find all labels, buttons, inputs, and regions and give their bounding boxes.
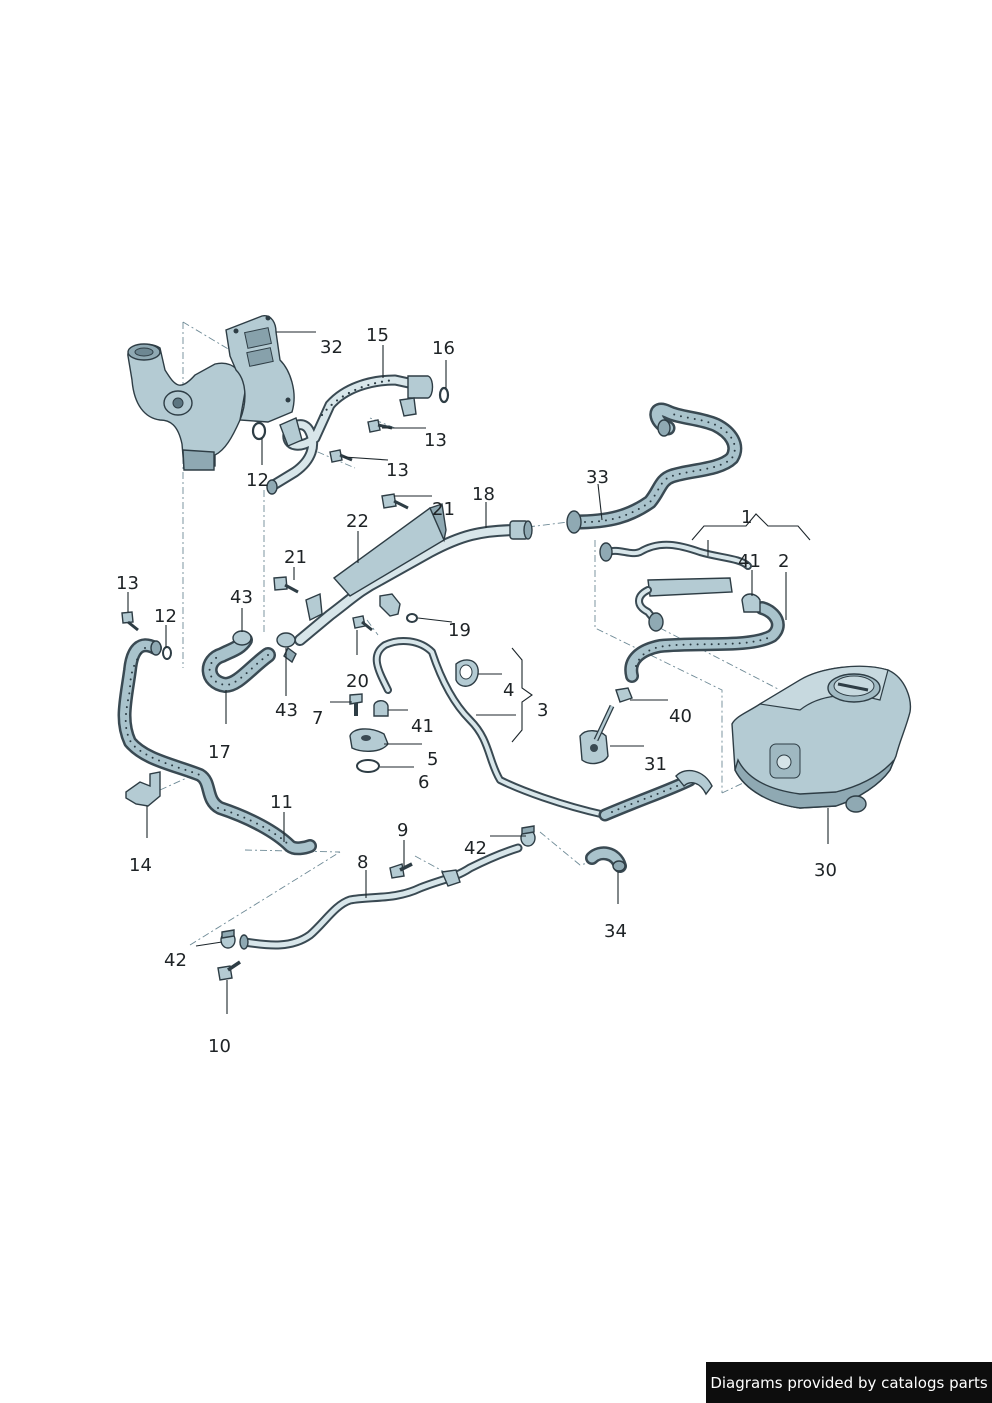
part-11-hose	[117, 638, 317, 856]
callout-31: 31	[644, 754, 667, 775]
bolts-21	[273, 493, 409, 632]
callout-43: 43	[230, 587, 253, 608]
part-17-hose	[201, 630, 297, 693]
callout-19: 19	[448, 620, 471, 641]
callout-21: 21	[432, 499, 455, 520]
callout-42: 42	[464, 838, 487, 859]
callout-41: 41	[738, 551, 761, 572]
callout-33: 33	[586, 467, 609, 488]
callout-42: 42	[164, 950, 187, 971]
leader-lines	[127, 331, 829, 1014]
callout-7: 7	[312, 708, 323, 729]
callout-43: 43	[275, 700, 298, 721]
clamps-42	[220, 825, 536, 949]
part-15-coolant-pipe	[266, 374, 434, 495]
part-32-coolant-housing	[127, 315, 295, 471]
callout-8: 8	[357, 852, 368, 873]
callout-21: 21	[284, 547, 307, 568]
part-18-coolant-pipe	[294, 503, 533, 646]
callout-9: 9	[397, 820, 408, 841]
callout-17: 17	[208, 742, 231, 763]
part-3-hose	[372, 636, 713, 822]
callout-labels: 32 15 16 13 13 12 18 33 21 22 1 21 41 2 …	[116, 325, 837, 1057]
callout-30: 30	[814, 860, 837, 881]
callout-40: 40	[669, 706, 692, 727]
callout-18: 18	[472, 484, 495, 505]
callout-22: 22	[346, 511, 369, 532]
callout-13: 13	[386, 460, 409, 481]
part-34-elbow	[585, 846, 627, 873]
callout-10: 10	[208, 1036, 231, 1057]
fittings-5-7-41	[349, 693, 389, 752]
callout-5: 5	[427, 749, 438, 770]
callout-34: 34	[604, 921, 627, 942]
callout-12: 12	[154, 606, 177, 627]
bolts-13	[121, 419, 393, 632]
part-31-sensor	[579, 704, 615, 765]
bolts-9-10	[217, 862, 413, 981]
credit-banner: Diagrams provided by catalogs parts	[706, 1362, 992, 1403]
callout-3: 3	[537, 700, 548, 721]
callout-13: 13	[424, 430, 447, 451]
part-30-expansion-tank	[731, 665, 912, 813]
credit-text: Diagrams provided by catalogs parts	[710, 1373, 988, 1392]
callout-6: 6	[418, 772, 429, 793]
callout-4: 4	[503, 680, 514, 701]
callout-32: 32	[320, 337, 343, 358]
callout-11: 11	[270, 792, 293, 813]
callout-2: 2	[778, 551, 789, 572]
callout-13: 13	[116, 573, 139, 594]
part-33-hose	[566, 402, 743, 534]
callout-1: 1	[741, 507, 752, 528]
callout-41: 41	[411, 716, 434, 737]
callout-15: 15	[366, 325, 389, 346]
part-8-hose	[239, 843, 523, 950]
callout-12: 12	[246, 470, 269, 491]
callout-20: 20	[346, 671, 369, 692]
callout-14: 14	[129, 855, 152, 876]
callout-16: 16	[432, 338, 455, 359]
part-14-bracket	[125, 771, 161, 807]
o-rings	[162, 386, 450, 773]
part-2-hose-assembly	[599, 540, 785, 703]
